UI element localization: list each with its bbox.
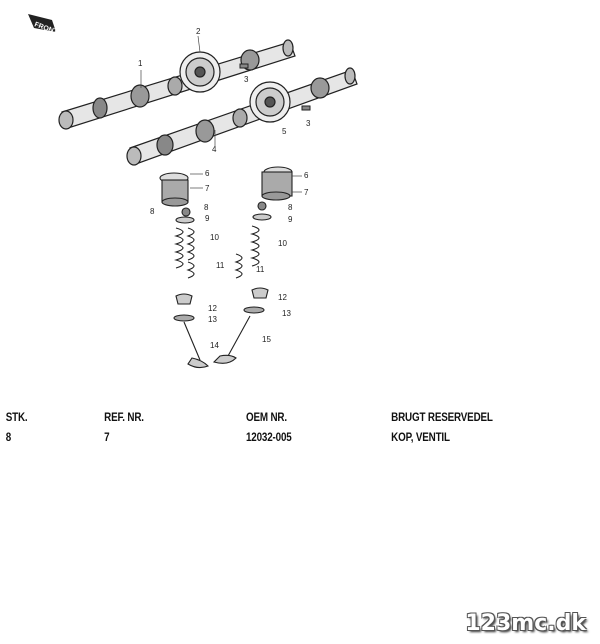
header-desc: BRUGT RESERVEDEL [391, 410, 493, 424]
front-badge: FRONT [28, 14, 59, 36]
callout-8c: 8 [288, 203, 293, 212]
callout-13b: 13 [282, 309, 291, 318]
callout-11: 11 [216, 261, 225, 270]
header-ref: REF. NR. [104, 410, 144, 424]
valve-assembly-left [159, 172, 209, 369]
table-row: 8 7 12032-005 KOP, VENTIL [0, 430, 599, 450]
leader-lines [140, 35, 302, 193]
callout-15: 15 [262, 335, 271, 344]
callout-3: 3 [244, 75, 249, 84]
watermark: 123mc.dk [465, 611, 586, 636]
sprocket-bolts [239, 63, 311, 111]
callout-labels: 1 2 3 3 4 5 6 6 7 7 8 8 8 9 9 10 10 11 1… [138, 27, 311, 350]
callout-1: 1 [138, 59, 143, 68]
cell-qty: 8 [5, 430, 12, 444]
callout-3b: 3 [306, 119, 311, 128]
header-qty: STK. [5, 410, 28, 424]
exploded-parts-diagram: FRONT [28, 14, 358, 369]
callout-10b: 10 [278, 239, 287, 248]
callout-11b: 11 [256, 265, 265, 274]
table-header-row: STK. REF. NR. OEM NR. BRUGT RESERVEDEL [0, 410, 599, 430]
callout-13: 13 [208, 315, 217, 324]
camshaft-upper [58, 39, 296, 130]
cell-ref: 7 [104, 430, 110, 444]
valve-assembly-right [212, 166, 293, 364]
callout-2: 2 [196, 27, 201, 36]
callout-10: 10 [210, 233, 219, 242]
callout-7: 7 [205, 184, 210, 193]
callout-12b: 12 [278, 293, 287, 302]
parts-table: STK. REF. NR. OEM NR. BRUGT RESERVEDEL 8… [0, 410, 600, 450]
cell-desc: KOP, VENTIL [391, 430, 450, 444]
callout-8b: 8 [204, 203, 209, 212]
callout-12: 12 [208, 304, 217, 313]
sprocket-lower [249, 81, 291, 123]
callout-9b: 9 [288, 215, 293, 224]
callout-6: 6 [205, 169, 210, 178]
callout-8: 8 [150, 207, 155, 216]
callout-9: 9 [205, 214, 210, 223]
callout-7b: 7 [304, 188, 309, 197]
callout-6b: 6 [304, 171, 309, 180]
callout-5: 5 [282, 127, 287, 136]
sprocket-upper [179, 51, 221, 93]
callout-14: 14 [210, 341, 219, 350]
callout-4: 4 [212, 145, 217, 154]
header-oem: OEM NR. [246, 410, 287, 424]
cell-oem: 12032-005 [246, 430, 292, 444]
